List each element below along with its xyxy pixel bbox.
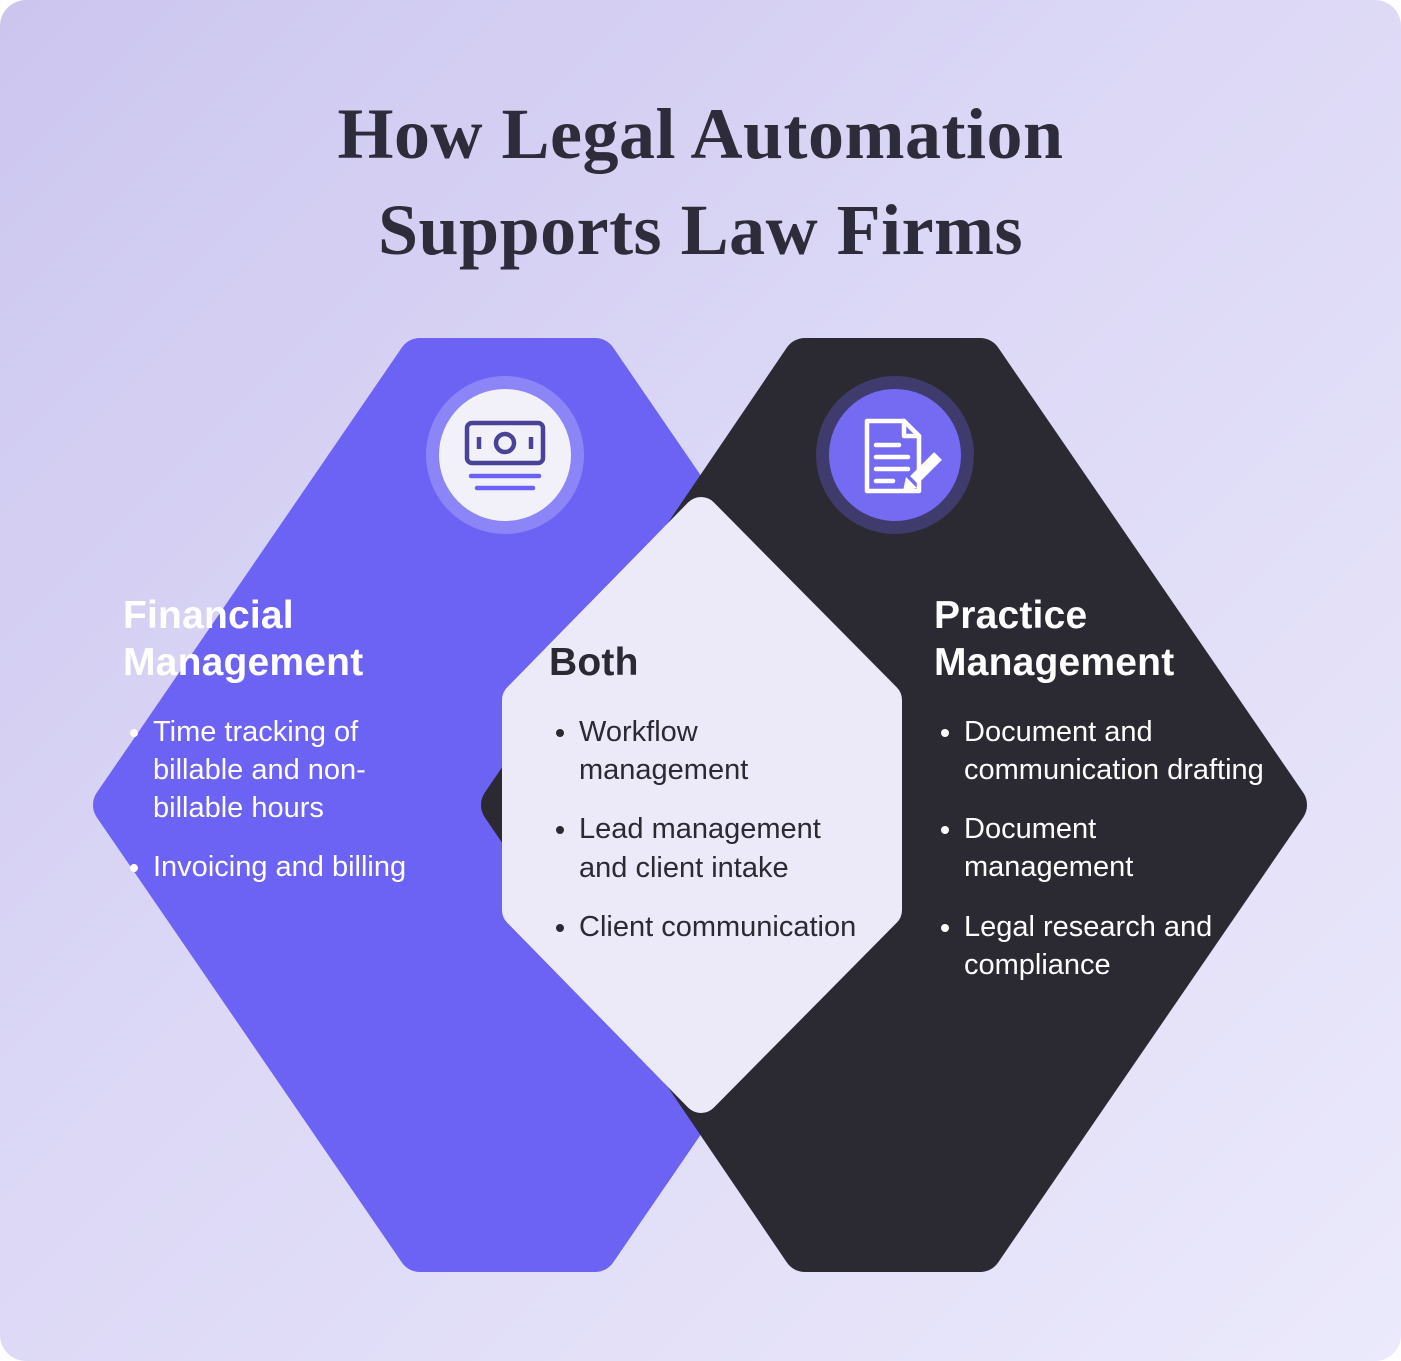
financial-management-heading: Financial Management (123, 594, 364, 684)
title-line-1: How Legal Automation (337, 94, 1064, 174)
bullet-item: Time tracking of billable and non-billab… (153, 713, 429, 828)
bullet-item: Lead management and client intake (579, 810, 867, 887)
bullet-item: Legal research and compliance (964, 908, 1266, 985)
title-line-2: Supports Law Firms (377, 190, 1024, 271)
practice-management-section: Practice Management Document and communi… (934, 593, 1266, 1005)
practice-management-heading: Practice Management (934, 594, 1175, 684)
bullet-item: Document and communication drafting (964, 713, 1266, 790)
bullet-item: Document management (964, 810, 1266, 887)
financial-management-list: Time tracking of billable and non-billab… (123, 713, 429, 887)
page-title: How Legal Automation Supports Law Firms (0, 86, 1401, 279)
money-icon (426, 376, 584, 534)
both-section: Both Workflow managementLead management … (549, 640, 867, 967)
overlap-shape (502, 497, 902, 1113)
both-heading: Both (549, 641, 639, 684)
document-edit-icon (816, 376, 974, 534)
practice-management-list: Document and communication draftingDocum… (934, 713, 1266, 985)
bullet-item: Workflow management (579, 713, 867, 790)
both-list: Workflow managementLead management and c… (549, 713, 867, 946)
bullet-item: Client communication (579, 908, 867, 946)
financial-management-section: Financial Management Time tracking of bi… (123, 593, 429, 908)
bullet-item: Invoicing and billing (153, 848, 429, 886)
